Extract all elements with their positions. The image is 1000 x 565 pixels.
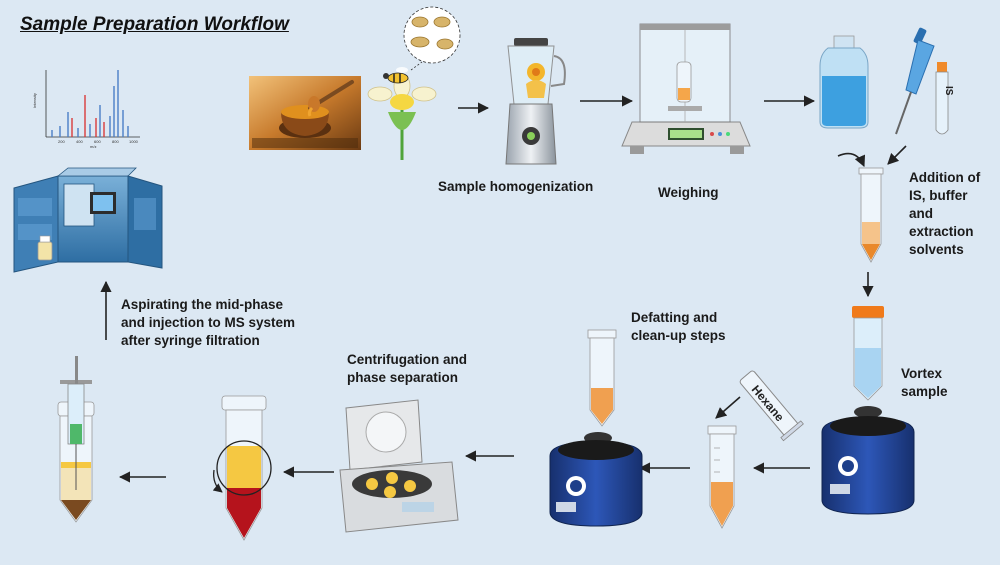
honey-photo [249,76,361,150]
label-vortex: Vortex sample [901,365,948,401]
falcon-tube-addition [858,167,884,263]
label-addition-line: and [909,206,934,221]
spectrum-tick: 200 [58,139,65,144]
flower-bee-icon [367,6,461,160]
blender-icon [505,38,566,165]
pipette-icon [895,27,935,135]
label-aspirating-line: Aspirating the mid-phase [121,297,284,312]
arrow-pipette-to-tube [887,145,907,165]
spectrum-tick: 800 [112,139,119,144]
centrifuge-icon [339,399,459,533]
vortex-mixer-1 [821,306,915,515]
mass-spectrum: Intensity m/z 200 400 600 800 1000 [32,70,140,149]
label-vortex-line: sample [901,384,948,399]
label-addition-line: IS, buffer [909,188,968,203]
hexane-cylinder: Hexane [739,370,804,442]
label-centrifugation: Centrifugation and phase separation [347,351,467,387]
label-aspirating: Aspirating the mid-phase and injection t… [121,296,295,350]
phase-separated-tube [212,395,272,541]
label-defatting: Defatting and clean-up steps [631,309,726,345]
arrow-bottle-to-tube [837,152,866,168]
page-title: Sample Preparation Workflow [20,14,289,35]
balance-icon [621,23,751,154]
spectrum-tick: 1000 [129,139,139,144]
label-addition-line: extraction [909,224,974,239]
spectrum-tick: 600 [94,139,101,144]
spectrum-x-label: m/z [90,144,96,149]
falcon-tube-defatting [707,425,737,529]
label-aspirating-line: and injection to MS system [121,315,296,330]
arrow-hexane-to-tube [715,396,741,419]
solvent-bottle-icon [819,35,869,129]
label-addition-line: solvents [909,242,964,257]
label-vortex-line: Vortex [901,366,943,381]
is-label: IS [943,86,954,96]
label-homogenization: Sample homogenization [438,179,594,194]
ms-instrument-icon [13,167,163,273]
label-defatting-line: clean-up steps [631,328,726,343]
flow-arrows [100,95,907,483]
label-aspirating-line: after syringe filtration [121,333,260,348]
label-defatting-line: Defatting and [631,310,718,325]
syringe-tube-icon [57,356,95,523]
label-weighing: Weighing [658,185,719,200]
spectrum-y-label: Intensity [32,93,37,108]
spectrum-tick: 400 [76,139,83,144]
is-tube-icon: IS [935,62,954,135]
vortex-mixer-2 [549,329,643,527]
label-centrifugation-line: Centrifugation and [347,352,467,367]
label-addition: Addition of IS, buffer and extraction so… [909,169,980,259]
label-addition-line: Addition of [909,170,981,185]
label-centrifugation-line: phase separation [347,370,459,385]
